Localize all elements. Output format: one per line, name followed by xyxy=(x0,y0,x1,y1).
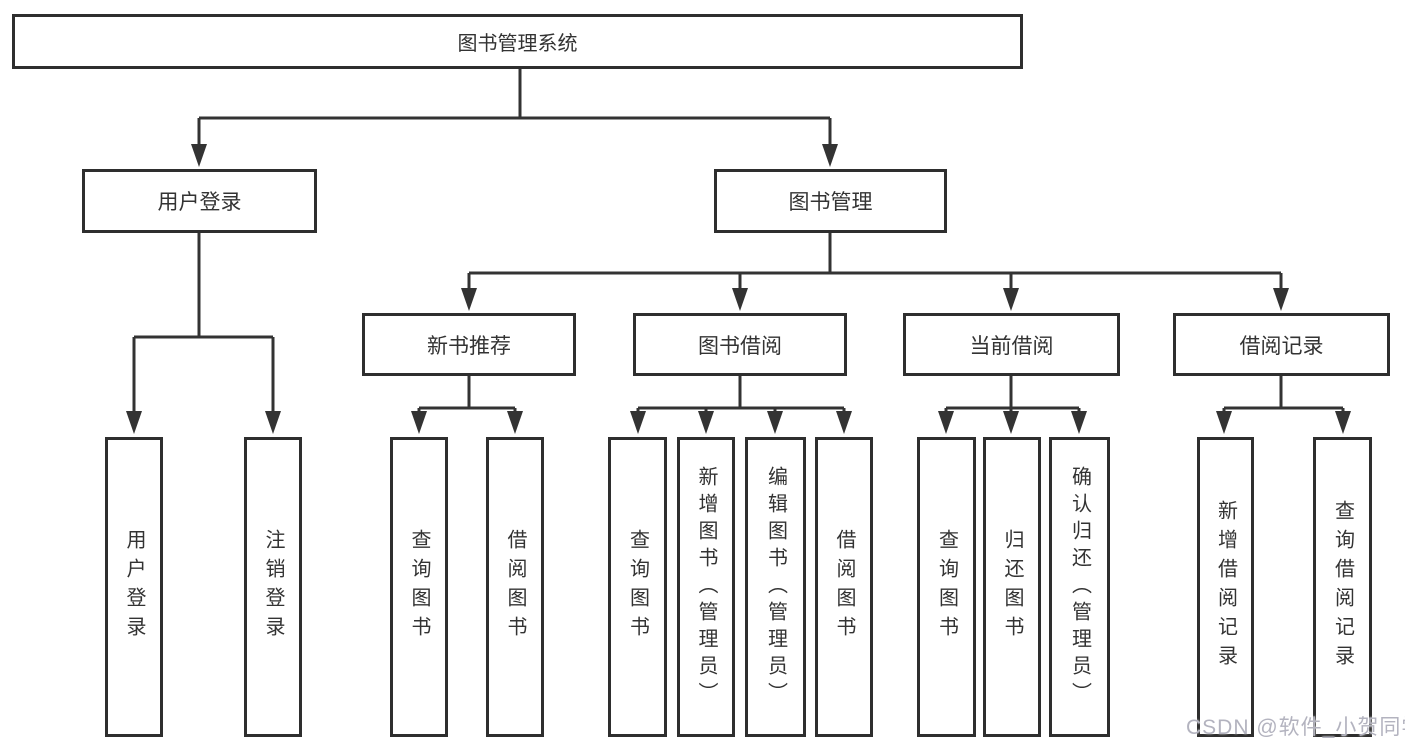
node-label: 新书推荐 xyxy=(427,334,511,358)
node-book-management: 图书管理 xyxy=(714,169,947,233)
leaf-query-books-2: 查询图书 xyxy=(608,437,667,737)
leaf-user-login: 用户登录 xyxy=(105,437,163,737)
node-label: 用户登录 xyxy=(157,191,242,214)
node-root-label: 图书管理系统 xyxy=(457,33,578,55)
node-root: 图书管理系统 xyxy=(12,14,1023,69)
leaf-label: 注销登录 xyxy=(262,529,284,645)
leaf-borrow-books-1: 借阅图书 xyxy=(486,437,544,737)
leaf-label: 借阅图书 xyxy=(833,529,855,645)
leaf-query-borrow-record: 查询借阅记录 xyxy=(1313,437,1372,737)
leaf-label: 归还图书 xyxy=(1001,529,1023,645)
leaf-query-books-3: 查询图书 xyxy=(917,437,976,737)
leaf-label: 用户登录 xyxy=(123,529,145,645)
leaf-label: 编辑图书（管理员） xyxy=(764,465,787,709)
watermark: CSDN @软件_小贺同学 xyxy=(1186,716,1405,739)
leaf-edit-books-admin: 编辑图书（管理员） xyxy=(745,437,806,737)
leaf-label: 查询借阅记录 xyxy=(1331,500,1354,674)
leaf-label: 新增借阅记录 xyxy=(1214,500,1237,674)
node-current-borrow: 当前借阅 xyxy=(903,313,1120,376)
node-label: 借阅记录 xyxy=(1239,334,1324,358)
node-new-book-recommend: 新书推荐 xyxy=(362,313,576,376)
leaf-label: 查询图书 xyxy=(408,529,430,645)
node-label: 图书管理 xyxy=(788,191,873,214)
leaf-label: 查询图书 xyxy=(935,529,958,645)
node-user-login: 用户登录 xyxy=(82,169,317,233)
leaf-label: 借阅图书 xyxy=(504,529,526,645)
leaf-add-books-admin: 新增图书（管理员） xyxy=(677,437,735,737)
node-book-borrow: 图书借阅 xyxy=(633,313,847,376)
node-label: 当前借阅 xyxy=(969,334,1054,358)
leaf-query-books-1: 查询图书 xyxy=(390,437,448,737)
leaf-label: 新增图书（管理员） xyxy=(695,465,717,709)
leaf-add-borrow-record: 新增借阅记录 xyxy=(1197,437,1254,737)
leaf-label: 确认归还（管理员） xyxy=(1068,465,1091,709)
leaf-label: 查询图书 xyxy=(626,529,649,645)
leaf-return-books: 归还图书 xyxy=(983,437,1041,737)
node-label: 图书借阅 xyxy=(698,334,782,358)
leaf-confirm-return-admin: 确认归还（管理员） xyxy=(1049,437,1110,737)
leaf-borrow-books-2: 借阅图书 xyxy=(815,437,873,737)
leaf-logout: 注销登录 xyxy=(244,437,302,737)
node-borrow-records: 借阅记录 xyxy=(1173,313,1390,376)
